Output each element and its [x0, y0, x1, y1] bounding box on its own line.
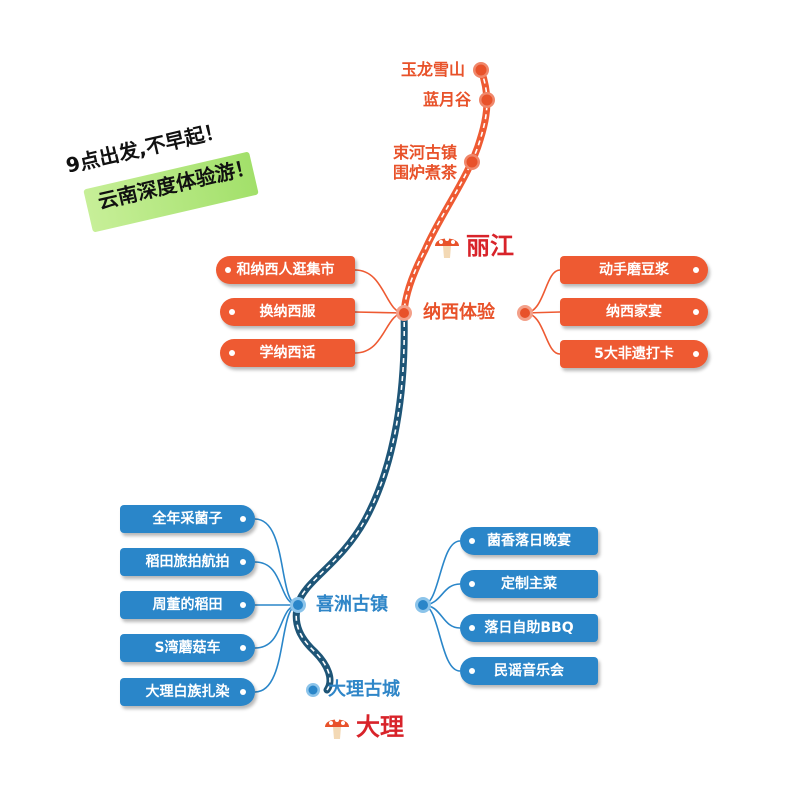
experience-tag: 定制主菜 [460, 570, 598, 598]
mushroom-icon [435, 237, 459, 258]
stop-label: 束河古镇 [392, 143, 457, 162]
hub-label-xizhou: 喜洲古镇 [316, 594, 388, 615]
stop-label: 玉龙雪山 [400, 60, 465, 79]
mushroom-icon [325, 718, 349, 739]
experience-tag: 周董的稻田 [120, 591, 255, 619]
experience-tag: 民谣音乐会 [460, 657, 598, 685]
experience-tag: 5大非遗打卡 [560, 340, 708, 368]
city-name-lijiang: 丽江 [466, 232, 514, 260]
orange-route-dash [403, 69, 488, 314]
stop-label: 围炉煮茶 [392, 163, 457, 182]
experience-tag: 换纳西服 [220, 298, 355, 326]
experience-tag: S湾蘑菇车 [120, 634, 255, 662]
stop-label: 蓝月谷 [422, 90, 471, 109]
experience-tag: 菌香落日晚宴 [460, 527, 598, 555]
hub-label-naxi: 纳西体验 [423, 302, 495, 323]
experience-tag: 落日自助BBQ [460, 614, 598, 642]
experience-tag: 和纳西人逛集市 [216, 256, 355, 284]
navy-route-line [292, 309, 408, 694]
slogan-banner: 9点出发,不早起！ 云南深度体验游！ [58, 116, 288, 233]
experience-tag: 全年采菌子 [120, 505, 255, 533]
experience-tag: 学纳西话 [220, 339, 355, 367]
stop-dots [290, 62, 533, 697]
stop-label-dali-old-town: 大理古城 [328, 679, 400, 700]
navy-route-dash [295, 312, 406, 691]
experience-tag: 稻田旅拍航拍 [120, 548, 255, 576]
city-name-dali: 大理 [356, 713, 404, 741]
experience-tag: 纳西家宴 [560, 298, 708, 326]
experience-tag: 动手磨豆浆 [560, 256, 708, 284]
experience-tag: 大理白族扎染 [120, 678, 255, 706]
